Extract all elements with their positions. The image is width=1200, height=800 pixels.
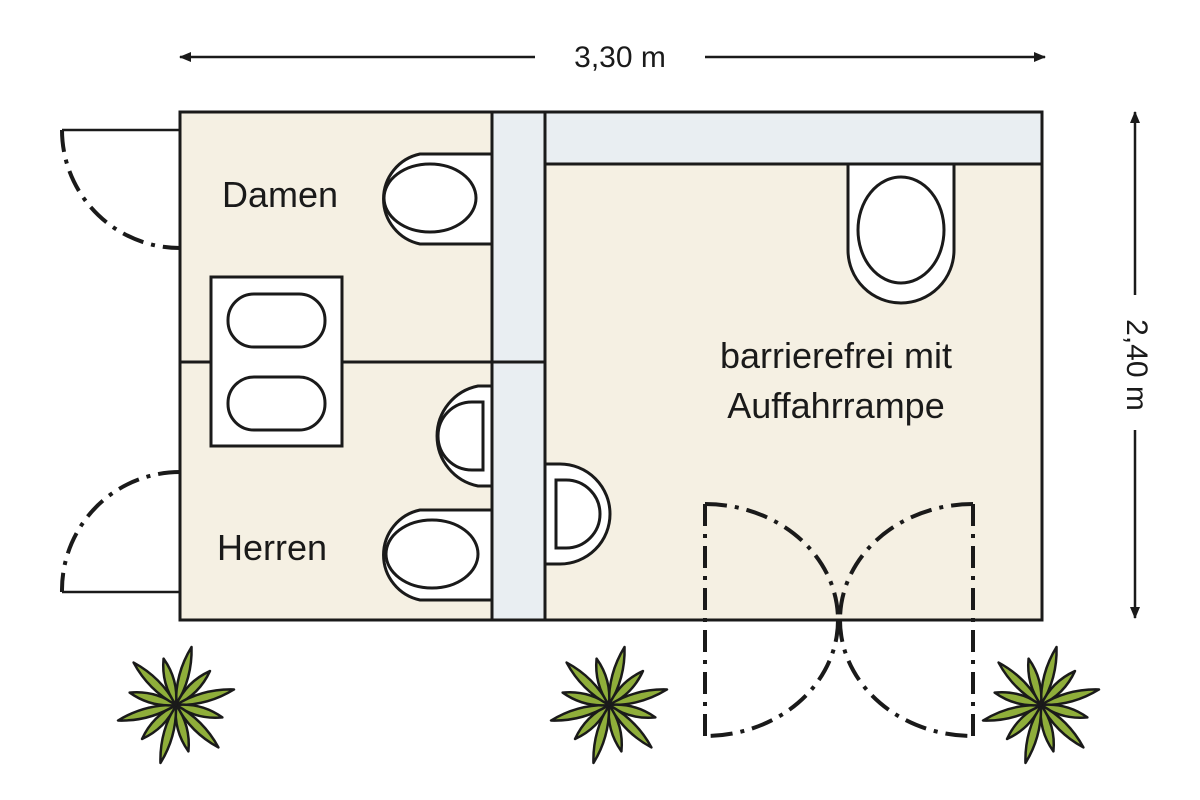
plant-leaf [1026,657,1043,707]
plant-leaf [174,703,220,749]
door-swing-icon [703,502,975,738]
toilet-icon [382,508,494,602]
door-swing-icon [60,128,181,250]
plant-leaf [981,703,1043,722]
plant-leaf [997,661,1043,707]
plant-leaf [607,703,653,749]
sink-icon [543,462,612,566]
plant-leaf [592,703,611,765]
plant-leaf [1039,703,1085,749]
urinal-icon [435,384,494,488]
plant-leaf [174,688,236,707]
plant-leaf [1039,688,1101,707]
height-dimension: 2,40 m [1120,111,1153,619]
plant-icon [981,645,1101,765]
room-label-women: Damen [222,174,338,215]
plant-leaf [549,703,611,722]
plant-leaf [607,645,626,707]
room-label-men: Herren [217,527,327,568]
room-label-accessible-line1: barrierefrei mit [720,335,952,376]
wall-horizontal [543,110,1044,166]
plant-icon [549,645,669,765]
toilet-icon [846,162,956,305]
plant-leaf [116,703,178,722]
plant-leaf [161,657,178,707]
sink-icon [209,275,344,448]
height-label: 2,40 m [1120,319,1153,411]
plant-leaf [159,703,178,765]
door-swing-icon [59,470,181,594]
plant-leaf [594,657,611,707]
plant-leaf [1024,703,1043,765]
room-label-accessible-line2: Auffahrrampe [727,385,944,426]
wall-vertical [490,110,547,622]
plant-icon [116,645,236,765]
width-dimension: 3,30 m [179,41,1046,74]
width-label: 3,30 m [574,41,666,74]
toilet-icon [382,152,494,246]
plant-leaf [174,645,193,707]
plant-leaf [565,661,611,707]
plant-leaf [132,661,178,707]
plant-leaf [607,688,669,707]
plant-leaf [1039,645,1058,707]
